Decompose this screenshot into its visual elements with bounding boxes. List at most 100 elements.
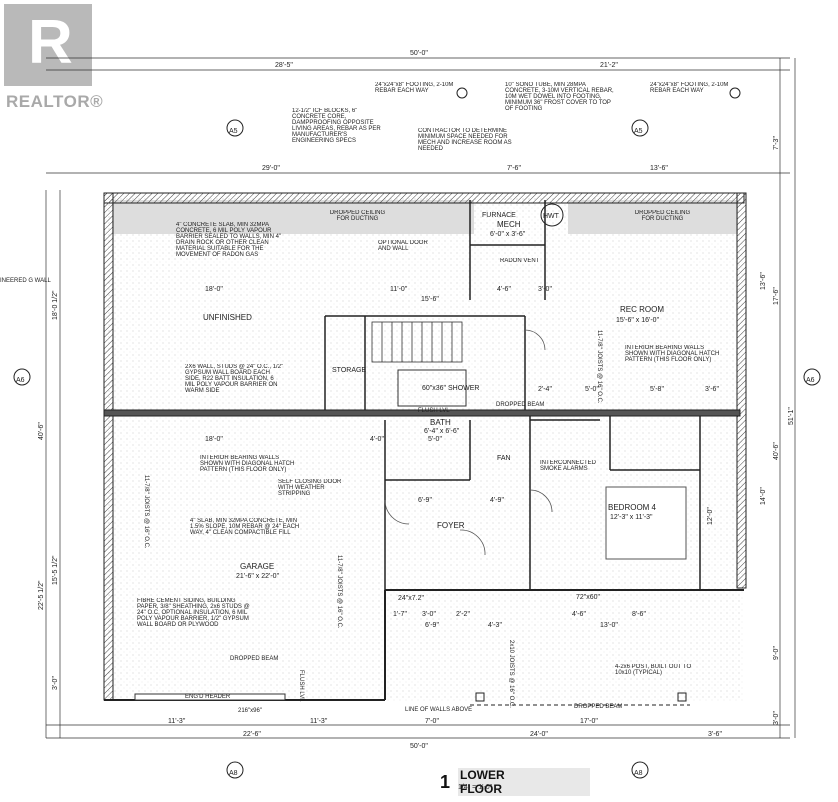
dimension-lines	[45, 57, 796, 739]
dim-bottom-3-6: 3'-6"	[708, 731, 722, 738]
realtor-logo: R REALTOR®	[4, 4, 104, 114]
note-garage-slab: 4" SLAB, MIN 32MPA CONCRETE, MIN 1.5% SL…	[190, 518, 300, 536]
dim-13-0: 13'-0"	[600, 622, 618, 629]
note-flush-lvl: FLUSH LVL	[418, 408, 450, 414]
dim-2-2: 2'-2"	[456, 611, 470, 618]
note-interior-walls-left: INTERIOR BEARING WALLS SHOWN WITH DIAGON…	[200, 455, 295, 473]
note-sono-tube: 10" SONO TUBE, MIN 28MPA CONCRETE, 3-10M…	[505, 82, 614, 112]
note-engineered: INEERED G WALL	[0, 278, 51, 284]
dim-bottom-7: 7'-0"	[425, 718, 439, 725]
dim-11: 11'-0"	[390, 286, 408, 293]
note-joists-1: 11-7/8" JOISTS @ 16" O.C.	[143, 475, 149, 549]
dim-4-6b: 4'-6"	[572, 611, 586, 618]
note-smoke: INTERCONNECTED SMOKE ALARMS	[540, 460, 597, 472]
marker-a8-bottom-left: A8	[229, 770, 238, 777]
sheet-title: LOWER FLOOR	[458, 768, 590, 796]
marker-a6-right: A6	[806, 377, 815, 384]
note-self-closing: SELF CLOSING DOOR WITH WEATHER STRIPPING	[278, 479, 342, 497]
sheet-scale: 1/4" = 1'-0"	[458, 784, 493, 791]
dim-right-12: 12'-0"	[707, 507, 714, 525]
dim-2-4: 2'-4"	[538, 386, 552, 393]
dim-7-6: 7'-6"	[507, 165, 521, 172]
room-mech: MECH	[497, 220, 521, 229]
dim-right-40: 40'-6"	[773, 442, 780, 460]
room-foyer: FOYER	[437, 521, 465, 530]
note-line-walls-above: LINE OF WALLS ABOVE	[405, 707, 472, 713]
shower	[397, 369, 467, 407]
note-footing-left: 24"x24"x8" FOOTING, 2-10M REBAR EACH WAY	[375, 82, 454, 94]
dim-left-3: 3'-0"	[52, 676, 59, 690]
dim-5: 5'-0"	[428, 436, 442, 443]
dim-13-6: 13'-6"	[650, 165, 668, 172]
dim-18: 18'-0"	[205, 286, 223, 293]
stairs	[371, 321, 463, 363]
dim-right-7: 7'-3"	[773, 136, 780, 150]
note-radon: RADON VENT	[500, 258, 540, 264]
note-slab: 4" CONCRETE SLAB, MIN 32MPA CONCRETE, 6 …	[176, 222, 282, 258]
note-dropped-beam-bath: DROPPED BEAM	[496, 402, 544, 408]
note-flush-lvl-2: FLUSH LVL	[298, 670, 304, 702]
dim-15-6: 15'-6"	[421, 296, 439, 303]
dim-right-3: 3'-0"	[773, 711, 780, 725]
dim-bottom-11-3b: 11'-3"	[310, 718, 328, 725]
dim-4-6: 4'-6"	[497, 286, 511, 293]
dim-3-0: 3'-0"	[538, 286, 552, 293]
marker-a5-top-right: A5	[634, 128, 643, 135]
bed	[605, 486, 687, 560]
dim-top-left: 28'-5"	[275, 62, 293, 69]
footing-symbols	[456, 87, 741, 702]
dim-bottom-50: 50'-0"	[410, 743, 428, 750]
realtor-mark-icon: R	[4, 4, 92, 86]
marker-a6-left: A6	[16, 377, 25, 384]
room-shower: 60"x36" SHOWER	[422, 385, 480, 392]
note-dropped-beam-deck: DROPPED BEAM	[574, 704, 622, 710]
note-icf: 12-1/2" ICF BLOCKS, 6" CONCRETE CORE, DA…	[292, 108, 381, 144]
dim-bottom-11-3: 11'-3"	[168, 718, 186, 725]
floor-fill	[104, 196, 744, 701]
room-bath: BATH	[430, 418, 451, 427]
dim-right-17: 17'-6"	[773, 287, 780, 305]
garage-door	[134, 693, 286, 701]
notes: 24"x24"x8" FOOTING, 2-10M REBAR EACH WAY…	[137, 82, 728, 676]
dim-top-overall: 50'-0"	[410, 50, 428, 57]
room-garage: GARAGE	[240, 562, 274, 571]
sheet-title-block: 1 LOWER FLOOR 1/4" = 1'-0"	[440, 766, 590, 796]
note-dropped-ceiling-left: DROPPED CEILING FOR DUCTING	[329, 210, 386, 222]
room-unfinished: UNFINISHED	[203, 313, 252, 322]
dim-4-9: 4'-9"	[490, 497, 504, 504]
room-hwt: HWT	[543, 213, 560, 220]
note-contractor: CONTRACTOR TO DETERMINE MINIMUM SPACE NE…	[418, 128, 512, 152]
dim-3-6: 3'-6"	[705, 386, 719, 393]
dim-3-0b: 3'-0"	[422, 611, 436, 618]
dim-top-right: 21'-2"	[600, 62, 618, 69]
dim-29: 29'-0"	[262, 165, 280, 172]
dropped-ceiling-shade-right	[568, 200, 738, 234]
sono-tube-left-icon	[456, 87, 468, 99]
note-dropped-beam-garage: DROPPED BEAM	[230, 656, 278, 662]
dim-5b: 5'-0"	[585, 386, 599, 393]
note-optional-door: OPTIONAL DOOR AND WALL	[378, 240, 428, 252]
dim-72: 72"x60"	[576, 594, 601, 601]
room-mech-size: 6'-0" x 3'-6"	[490, 231, 526, 238]
note-joists-4: 2x10 JOISTS @ 16" O.C.	[508, 640, 514, 708]
dim-right-13: 13'-6"	[760, 272, 767, 290]
dim-6-9: 6'-9"	[418, 497, 432, 504]
room-garage-size: 21'-6" x 22'-0"	[236, 573, 280, 580]
room-rec-room: REC ROOM	[620, 305, 664, 314]
note-2x6-wall: 2X6 WALL, STUDS @ 24" O.C., 1/2" GYPSUM …	[185, 364, 284, 394]
room-storage: STORAGE	[332, 367, 366, 374]
dropped-ceiling-shade-left	[112, 200, 474, 234]
note-joists-2: 11-7/8" JOISTS @ 16" O.C.	[336, 555, 342, 629]
dim-left-22: 22'-5 1/2"	[38, 580, 45, 610]
realtor-wordmark: REALTOR®	[6, 92, 104, 111]
dim-bottom-17: 17'-0"	[580, 718, 598, 725]
marker-a5-top: A5	[229, 128, 238, 135]
room-fan: FAN	[497, 455, 511, 462]
dim-1-7: 1'-7"	[393, 611, 407, 618]
room-bedroom-size: 12'-3" x 11'-3"	[610, 514, 653, 521]
note-door-garage: 216"x96"	[238, 708, 262, 714]
room-bath-size: 6'-4" x 6'-6"	[424, 428, 460, 435]
note-fibre-cement: FIBRE CEMENT SIDING, BUILDING PAPER, 3/8…	[137, 598, 250, 628]
dim-right-14: 14'-0"	[760, 487, 767, 505]
